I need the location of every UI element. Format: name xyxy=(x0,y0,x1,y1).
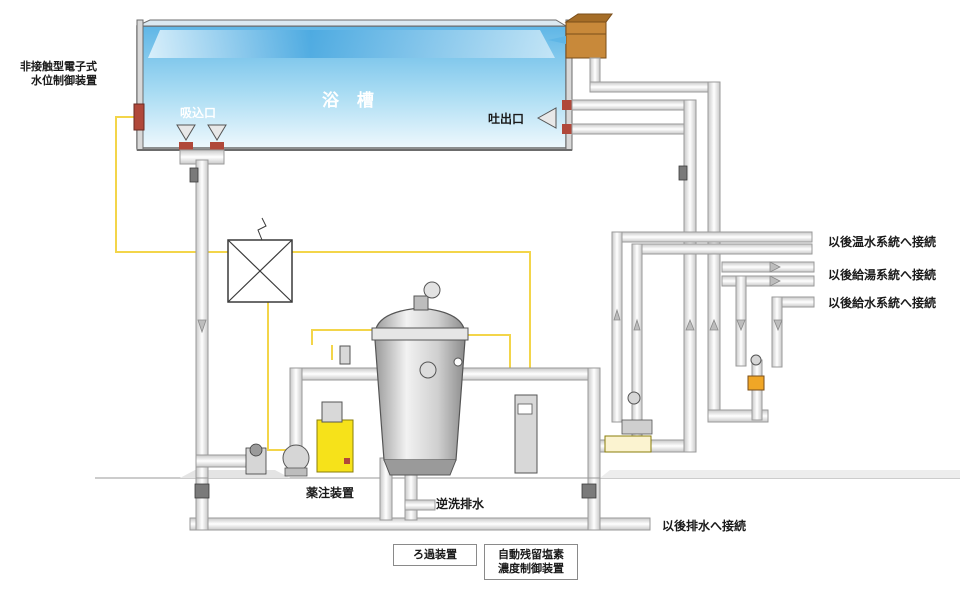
water-supply-connection-label: 以後給水系統へ接続 xyxy=(828,296,937,310)
chlorine-controller xyxy=(514,394,538,474)
control-panel xyxy=(227,217,293,303)
chlorine-controller-line2: 濃度制御装置 xyxy=(498,562,564,575)
filter-vessel xyxy=(371,281,469,476)
level-controller-line2: 水位制御装置 xyxy=(31,74,97,87)
inlet-label: 吸込口 xyxy=(180,106,217,120)
chlorine-controller-label: 自動残留塩素 濃度制御装置 xyxy=(484,544,578,580)
flow-arrows xyxy=(197,261,783,334)
tank-title: 浴 槽 xyxy=(322,91,380,111)
drain-connection-label: 以後排水へ接続 xyxy=(662,519,747,533)
outlet-label: 吐出口 xyxy=(488,112,525,126)
level-sensor xyxy=(133,103,145,131)
circulation-pump xyxy=(282,444,310,477)
backwash-drain-label: 逆洗排水 xyxy=(436,497,485,511)
valves xyxy=(189,165,688,499)
hot-supply-connection-label: 以後給湯系統へ接続 xyxy=(828,268,937,282)
overflow-box xyxy=(548,13,613,59)
level-controller-label: 非接触型電子式 水位制御装置 xyxy=(20,60,97,88)
chlorine-controller-line1: 自動残留塩素 xyxy=(498,548,564,561)
filter-label: ろ過装置 xyxy=(393,544,477,566)
signal-wires xyxy=(115,116,531,451)
discharge-nozzle xyxy=(536,100,572,134)
bath-tank xyxy=(136,19,573,151)
chemical-injector-label: 薬注装置 xyxy=(306,486,355,500)
suction-nozzles xyxy=(176,124,227,150)
hot-water-connection-label: 以後温水系統へ接続 xyxy=(828,235,937,249)
heat-exchanger xyxy=(604,391,653,453)
chemical-injector xyxy=(316,345,354,473)
level-controller-line1: 非接触型電子式 xyxy=(20,60,97,73)
mixing-valve xyxy=(747,354,765,391)
